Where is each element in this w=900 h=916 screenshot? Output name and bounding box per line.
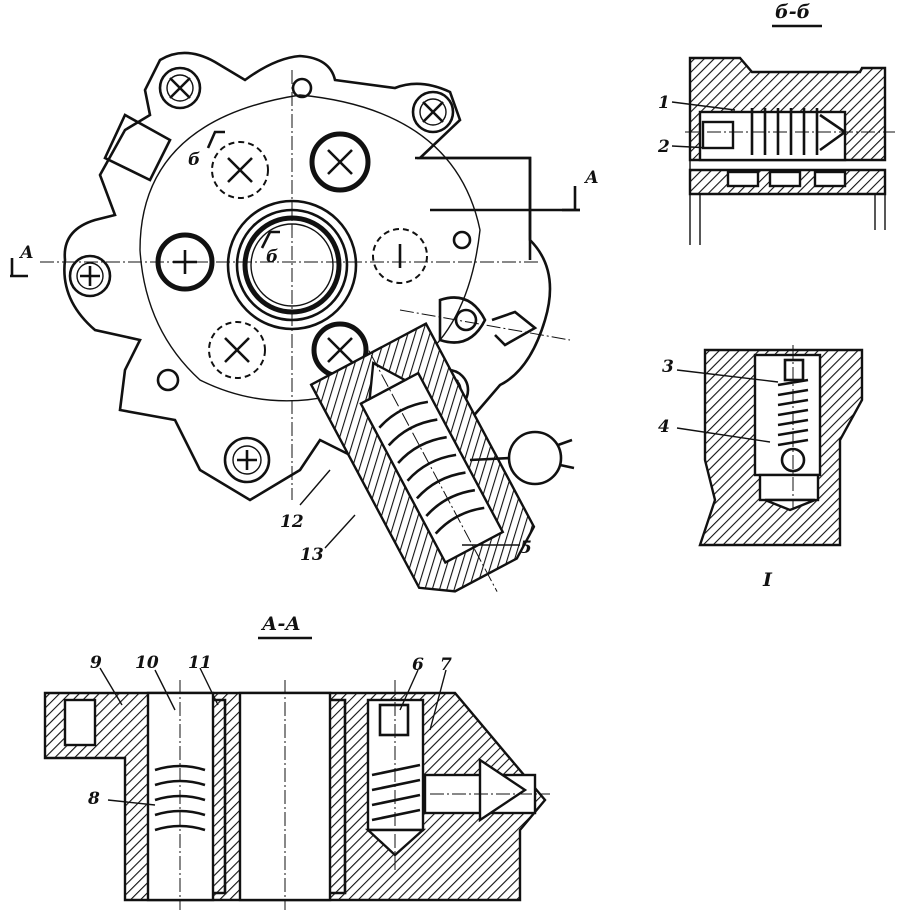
housing-outline — [63, 51, 552, 513]
callout-11: 11 — [188, 653, 212, 673]
svg-text:б: б — [266, 247, 278, 267]
callout-3: 3 — [662, 357, 674, 377]
section-marker-a-right: А — [430, 168, 599, 212]
svg-text:б-б: б-б — [775, 1, 811, 23]
svg-text:А: А — [583, 168, 599, 188]
hole-top — [291, 77, 313, 99]
plan-view: А А б б — [10, 51, 599, 593]
svg-text:б: б — [188, 150, 200, 170]
gauge-attachment — [469, 430, 575, 486]
bolt-left — [68, 254, 112, 298]
section-marker-a-left: А — [10, 243, 34, 278]
left-tab — [103, 113, 172, 182]
callout-leaders — [99, 101, 779, 806]
detail-i: I — [698, 345, 864, 591]
callout-4: 4 — [658, 417, 670, 437]
outlet-fitting — [438, 296, 538, 347]
callout-9: 9 — [90, 653, 102, 673]
inner-flange — [139, 94, 481, 402]
hole-right — [452, 230, 472, 250]
section-bb: б-б — [685, 1, 895, 245]
bolt-bottom — [223, 436, 271, 484]
callout-10: 10 — [135, 653, 159, 673]
callout-2: 2 — [657, 137, 670, 157]
hole-left-bottom — [156, 368, 180, 392]
bolt-top-right — [411, 90, 455, 134]
svg-text:А-А: А-А — [260, 613, 301, 635]
relief-valve-section — [309, 322, 536, 593]
right-bracket — [415, 156, 532, 260]
spring-right-valve — [371, 763, 421, 822]
callout-labels: 1 2 3 4 5 6 7 8 9 10 11 12 13 — [87, 93, 674, 809]
plunger-right-dashed — [372, 228, 428, 284]
callout-12: 12 — [280, 512, 304, 532]
section-marker-b: б б — [188, 130, 280, 267]
svg-text:А: А — [18, 243, 34, 263]
callout-1: 1 — [658, 93, 670, 113]
plunger-bottom-left-dashed — [208, 321, 266, 379]
callout-13: 13 — [300, 545, 324, 565]
centerline-outlet — [399, 309, 571, 341]
callout-8: 8 — [87, 789, 100, 809]
callout-6: 6 — [412, 655, 424, 675]
svg-text:I: I — [762, 569, 773, 591]
plunger-top-right — [309, 131, 371, 193]
plunger-top-left-dashed — [211, 141, 269, 199]
section-aa: А-А — [43, 613, 550, 910]
bolt-top-left — [158, 66, 202, 110]
callout-5: 5 — [520, 538, 532, 558]
callout-7: 7 — [440, 655, 452, 675]
